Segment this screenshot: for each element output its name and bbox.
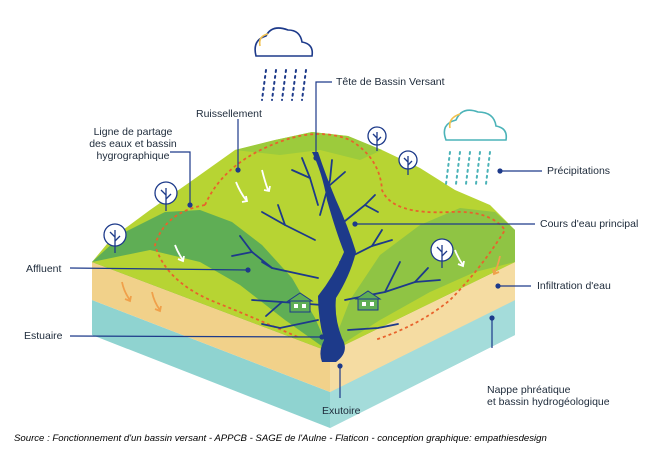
source-caption: Source : Fonctionnement d'un bassin vers…	[14, 433, 547, 444]
main-river	[312, 152, 356, 362]
label-exutoire: Exutoire	[322, 405, 361, 417]
right-hill-front	[330, 262, 515, 352]
label-ruissellement: Ruissellement	[196, 108, 262, 120]
cloud-icon-top	[254, 27, 314, 57]
tree-icons	[103, 126, 454, 268]
right-hill-mid	[330, 208, 515, 352]
house-right	[354, 290, 382, 311]
runoff-arrows	[174, 169, 465, 268]
house-left	[286, 292, 314, 313]
watershed-divide-line	[154, 133, 507, 341]
label-ligne-de-partage: Ligne de partage des eaux et bassin hygr…	[89, 126, 177, 162]
label-infiltration: Infiltration d'eau	[537, 280, 611, 292]
rain-icon-top	[261, 69, 307, 101]
label-estuaire: Estuaire	[24, 330, 63, 342]
label-nappe-phreatique: Nappe phréatique et bassin hydrogéologiq…	[487, 384, 610, 408]
cloud-icon-right	[443, 109, 508, 141]
leader-lines	[69, 81, 542, 398]
back-ridge-shade	[235, 132, 382, 160]
rain-icon-right	[445, 151, 491, 185]
sand-right-shade	[330, 262, 515, 392]
label-affluent: Affluent	[26, 263, 62, 275]
label-cours-eau-principal: Cours d'eau principal	[540, 218, 639, 230]
tributaries	[231, 157, 441, 331]
infiltration-arrows	[121, 255, 501, 313]
label-precipitations: Précipitations	[547, 165, 611, 177]
label-tete-bassin-versant: Tête de Bassin Versant	[336, 76, 445, 88]
groundwater-front-shade	[330, 300, 515, 428]
leader-dots	[187, 155, 503, 369]
